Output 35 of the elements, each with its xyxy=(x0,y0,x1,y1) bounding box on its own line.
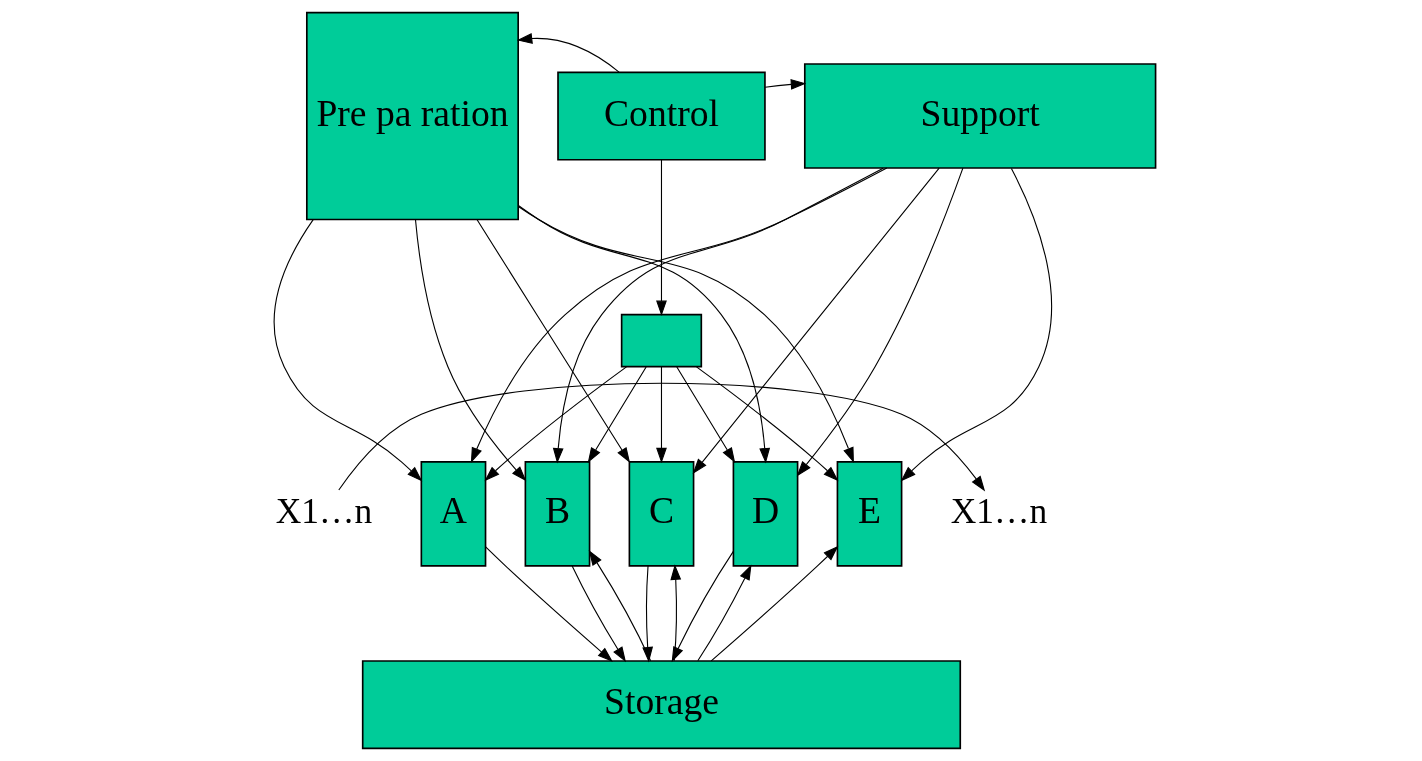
node-text: X1…n xyxy=(275,490,373,531)
node-box: Control xyxy=(557,71,766,161)
arrow xyxy=(697,564,752,662)
arrow xyxy=(273,219,423,482)
arrow xyxy=(692,167,940,475)
node-box: D xyxy=(732,461,799,567)
node-box: A xyxy=(420,461,487,567)
arrow xyxy=(516,33,620,73)
node-box: C xyxy=(628,461,695,567)
arrow xyxy=(764,79,807,90)
arrow xyxy=(476,218,631,463)
arrow xyxy=(414,219,527,482)
arrow xyxy=(517,204,771,464)
node-box: E xyxy=(836,461,903,567)
arrow xyxy=(656,159,667,317)
node-text: X1…n xyxy=(950,490,1048,531)
arrow xyxy=(552,167,884,464)
node-box: Support xyxy=(803,63,1157,169)
arrow xyxy=(656,366,667,464)
arrow xyxy=(710,545,839,662)
arrow xyxy=(485,546,613,662)
arrow xyxy=(571,565,627,663)
node-box: Pre pa ration xyxy=(306,11,519,221)
node-box: Storage xyxy=(361,660,962,750)
arrow xyxy=(484,366,627,482)
node-box xyxy=(620,313,703,368)
arrow xyxy=(796,167,964,477)
arrow xyxy=(470,167,888,464)
arrow xyxy=(517,205,854,463)
arrow xyxy=(900,167,1052,482)
arrow xyxy=(695,366,839,482)
node-box: B xyxy=(524,461,591,567)
arrow xyxy=(587,366,647,464)
arrow xyxy=(338,382,986,492)
arrow xyxy=(676,366,736,464)
